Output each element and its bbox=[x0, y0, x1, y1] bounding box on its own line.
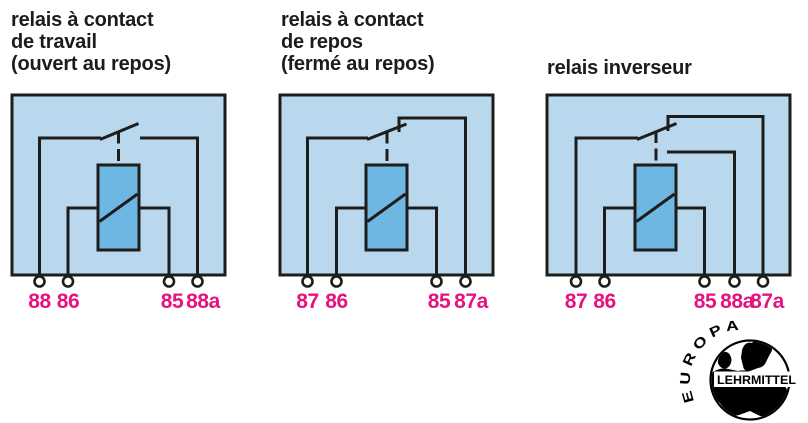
wire-coil-to-terminal85 bbox=[407, 206, 438, 278]
terminal-pin-87a bbox=[756, 275, 770, 288]
terminal-label-88a: 88a bbox=[720, 290, 754, 313]
title-line: relais à contact bbox=[11, 9, 154, 31]
terminal-label-85: 85 bbox=[160, 290, 184, 313]
terminal-label-87a: 87a bbox=[454, 290, 488, 313]
diagram2-title: relais à contact de repos (fermé au repo… bbox=[281, 9, 435, 75]
relay-changeover-schematic bbox=[545, 93, 792, 288]
title-line: de travail bbox=[11, 31, 97, 53]
terminal-label-86: 86 bbox=[325, 290, 348, 313]
relay-normally-closed-schematic bbox=[278, 93, 495, 288]
wire-coil-to-terminal86 bbox=[66, 206, 98, 278]
terminal-label-85: 85 bbox=[427, 290, 451, 313]
terminal-label-86: 86 bbox=[593, 290, 616, 313]
terminal-label-88a: 88a bbox=[186, 290, 220, 313]
title-line: (fermé au repos) bbox=[281, 53, 435, 75]
terminal-label-87: 87 bbox=[564, 290, 588, 313]
wire-coil-to-terminal85 bbox=[676, 206, 706, 278]
title-line: de repos bbox=[281, 31, 363, 53]
wire-coil-to-terminal86 bbox=[603, 206, 635, 278]
title-line: (ouvert au repos) bbox=[11, 53, 171, 75]
publisher-logo: LEHRMITTEL EUROPA bbox=[677, 316, 802, 421]
terminal-label-87a: 87a bbox=[750, 290, 784, 313]
terminal-pin-85 bbox=[430, 275, 443, 288]
terminal-label-87: 87 bbox=[296, 290, 319, 313]
terminal-pin-86 bbox=[330, 275, 343, 288]
diagram3-title: relais inverseur bbox=[547, 57, 692, 79]
coil-diagonal bbox=[366, 192, 407, 223]
terminal-pin-88a bbox=[728, 275, 741, 288]
logo-band bbox=[714, 371, 802, 387]
terminal-pin-87 bbox=[301, 275, 314, 288]
coil-diagonal bbox=[98, 192, 139, 223]
wire-terminal87-to-switch bbox=[306, 136, 368, 278]
terminal-pin-85 bbox=[162, 275, 176, 288]
terminal-label-86: 86 bbox=[56, 290, 80, 313]
terminal-pin-87a bbox=[459, 275, 472, 288]
terminal-pin-88a bbox=[191, 275, 204, 288]
map-britain-blob bbox=[717, 351, 732, 369]
wire-coil-to-terminal85 bbox=[139, 206, 171, 278]
terminal-label-85: 85 bbox=[693, 290, 717, 313]
wire-terminal88-to-switch bbox=[38, 136, 101, 278]
wire-coil-to-terminal86 bbox=[335, 206, 366, 278]
coil-diagonal bbox=[635, 192, 676, 223]
wire-top-contact-to-terminal87a bbox=[668, 115, 765, 278]
map-scandinavia-blob bbox=[741, 341, 772, 372]
terminal-pin-87 bbox=[569, 275, 583, 288]
terminal-pin-86 bbox=[598, 275, 611, 288]
relay-normally-open-schematic bbox=[10, 93, 227, 288]
wire-contact-to-terminal87a bbox=[399, 116, 467, 278]
logo-band-label: LEHRMITTEL bbox=[717, 375, 796, 387]
terminal-pin-86 bbox=[61, 275, 75, 288]
terminal-pin-85 bbox=[698, 275, 711, 288]
terminal-label-88: 88 bbox=[28, 290, 51, 313]
title-line: relais inverseur bbox=[547, 57, 692, 79]
diagram1-title: relais à contact de travail (ouvert au r… bbox=[11, 9, 171, 75]
wire-terminal87-to-switch bbox=[574, 136, 638, 278]
title-line: relais à contact bbox=[281, 9, 424, 31]
wire-open-contact-to-terminal88a bbox=[667, 150, 736, 278]
wire-contact-to-terminal88a bbox=[140, 136, 199, 278]
terminal-pin-88 bbox=[33, 275, 46, 288]
